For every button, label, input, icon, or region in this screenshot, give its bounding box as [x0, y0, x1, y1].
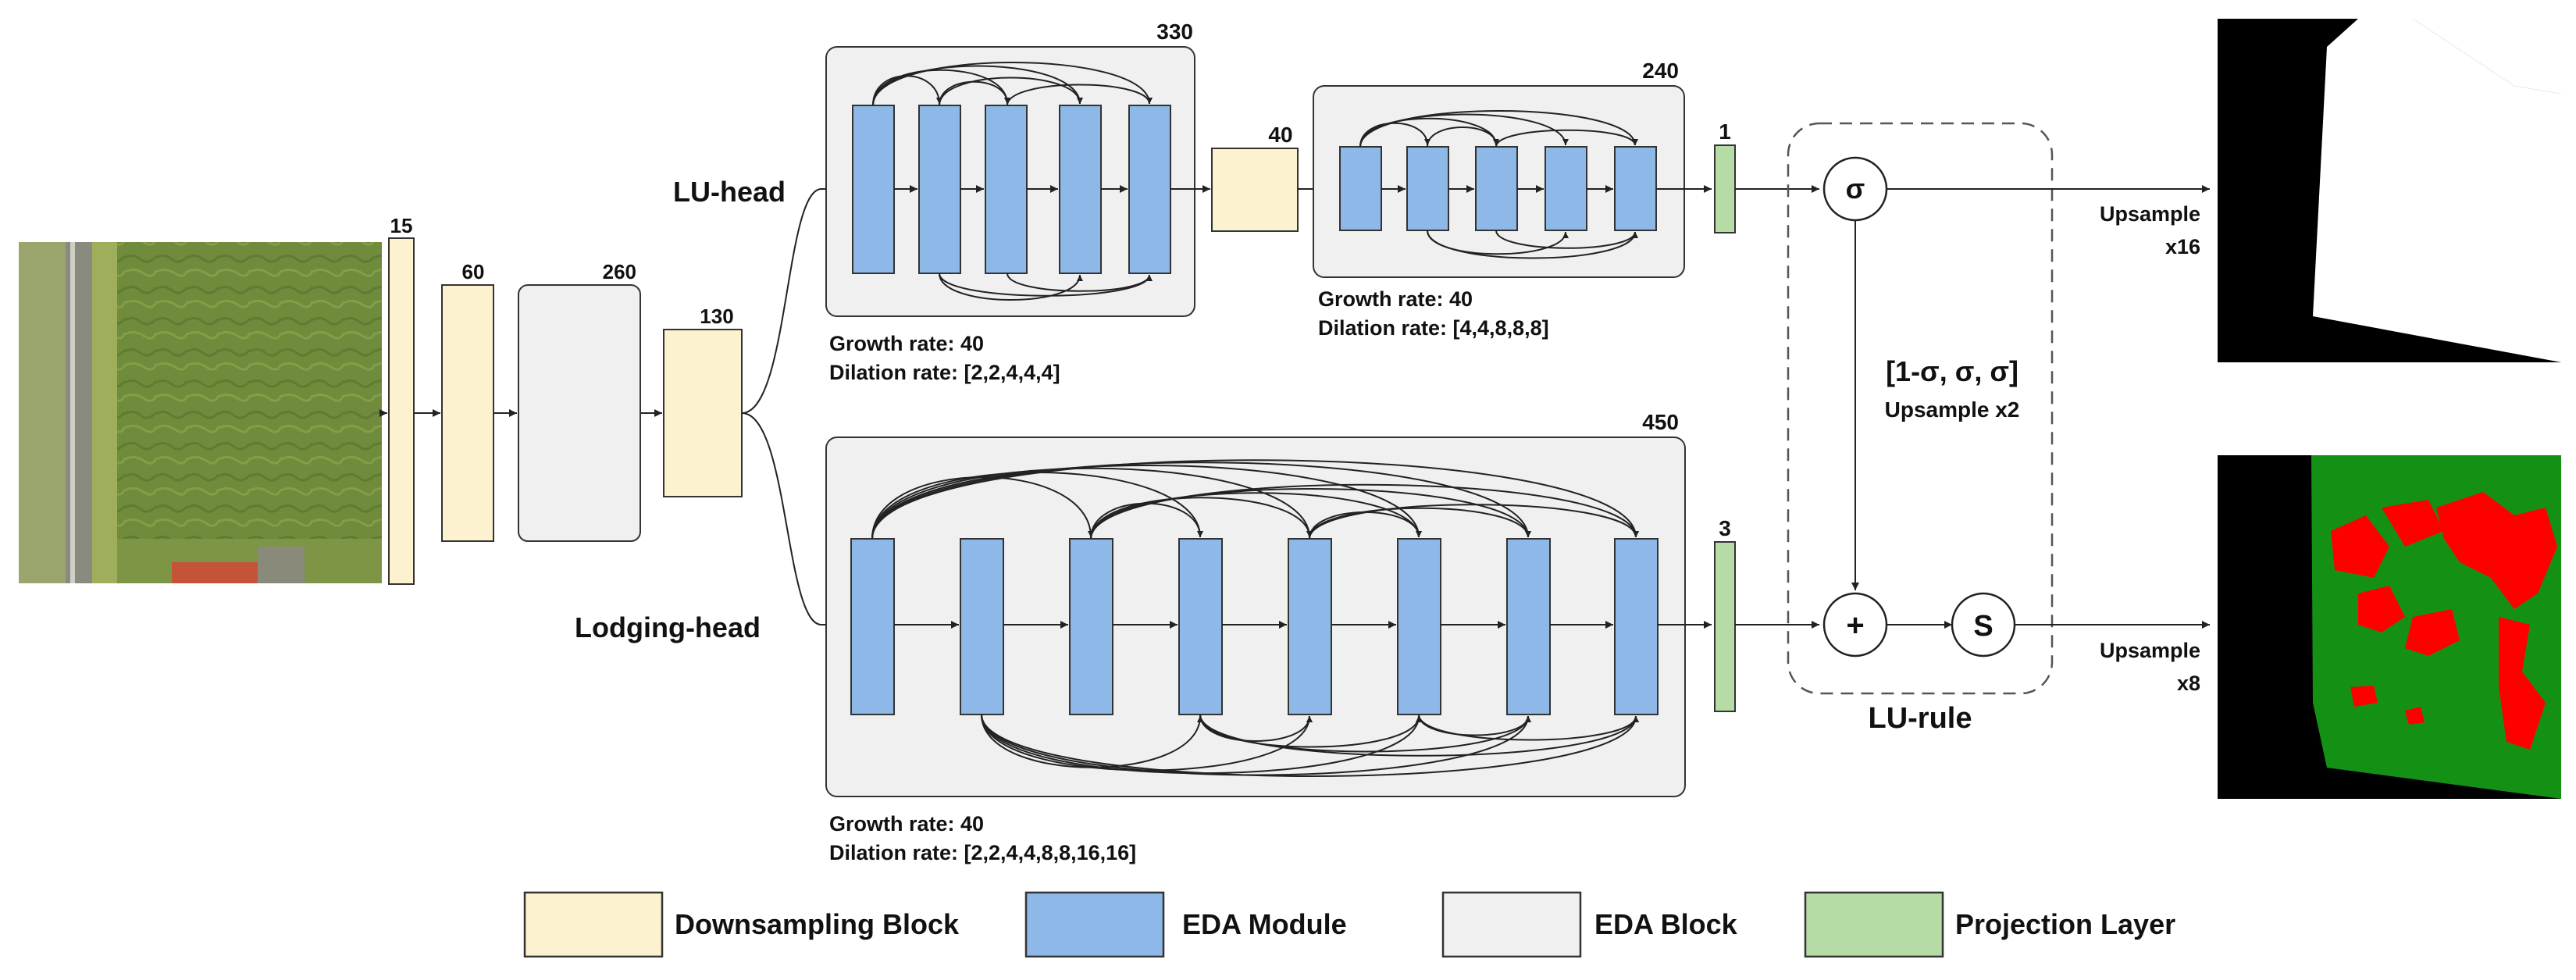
top-upsample-label: Upsample [2100, 202, 2200, 226]
lu-rule-box [1787, 122, 2054, 695]
top-upsample-factor: x16 [2165, 235, 2200, 258]
eda-module [1614, 538, 1659, 715]
legend-label-eda-module: EDA Module [1182, 908, 1347, 940]
eda-module [1397, 538, 1441, 715]
legend-swatch-downsampling [523, 891, 664, 958]
legend-label-downsampling: Downsampling Block [675, 908, 960, 940]
lodging-head-label: Lodging-head [575, 611, 761, 643]
lu-rule-title: LU-rule [1869, 702, 1972, 735]
channels-260: 260 [603, 260, 636, 283]
downsampling-block-40 [1211, 148, 1299, 232]
channels-15: 15 [390, 214, 413, 237]
channels-1: 1 [1719, 119, 1731, 144]
channels-240: 240 [1642, 59, 1679, 83]
channels-40: 40 [1268, 123, 1292, 147]
sigma-symbol: σ [1846, 173, 1865, 205]
channels-130: 130 [700, 305, 733, 328]
legend-swatch-eda-block [1441, 891, 1582, 958]
lu-head: 330 Growth rate: 40 [825, 20, 1819, 384]
eda-module [1545, 146, 1587, 231]
eda-module [1339, 146, 1382, 231]
legend: Downsampling Block EDA Module EDA Block … [523, 891, 2175, 958]
lu-output-map [2218, 19, 2561, 362]
output-arrows [1887, 185, 2210, 629]
downsampling-block-15 [388, 237, 415, 585]
legend-swatch-projection [1804, 891, 1944, 958]
eda-module [1506, 538, 1551, 715]
eda-module [1475, 146, 1518, 231]
channels-60: 60 [462, 260, 485, 283]
channels-3: 3 [1719, 516, 1731, 540]
softmax-symbol: S [1973, 610, 1993, 643]
legend-label-eda-block: EDA Block [1594, 908, 1738, 940]
downsampling-block-60 [441, 284, 494, 542]
eda-module [1059, 105, 1102, 274]
downsampling-block-130 [663, 329, 743, 497]
bottom-upsample-factor: x8 [2177, 672, 2200, 695]
channels-450: 450 [1642, 410, 1679, 434]
lodging-growth: Growth rate: 40 [829, 812, 984, 836]
projection-layer-3 [1714, 541, 1736, 712]
lodging-modules [850, 538, 1659, 715]
eda-module [960, 538, 1004, 715]
channels-330: 330 [1156, 20, 1193, 44]
eda-block-260 [518, 284, 641, 542]
lu-block1-growth: Growth rate: 40 [829, 332, 984, 355]
lu-rule-vector: [1-σ, σ, σ] [1886, 355, 2018, 387]
bottom-upsample-label: Upsample [2100, 639, 2200, 662]
encoder: 15 60 260 130 [388, 214, 743, 585]
legend-label-projection: Projection Layer [1955, 908, 2175, 940]
input-image [19, 242, 382, 583]
eda-module [852, 105, 895, 274]
lu-block2-modules [1339, 146, 1657, 231]
eda-module [1614, 146, 1657, 231]
eda-module [1069, 538, 1113, 715]
lodging-output-map [2218, 455, 2561, 799]
eda-module [1288, 538, 1332, 715]
lu-head-label: LU-head [673, 176, 786, 208]
eda-module [850, 538, 895, 715]
lu-rule: σ [1-σ, σ, σ] Upsample x2 + S LU-rule [1787, 122, 2054, 735]
eda-module [1406, 146, 1449, 231]
lu-rule-upsample: Upsample x2 [1885, 397, 2020, 422]
lodging-dilation: Dilation rate: [2,2,4,4,8,8,16,16] [829, 841, 1136, 864]
plus-symbol: + [1846, 608, 1864, 643]
lu-block2-growth: Growth rate: 40 [1318, 287, 1473, 311]
eda-module [1128, 105, 1171, 274]
lodging-eda-block-450 [825, 437, 1686, 797]
eda-module [1178, 538, 1223, 715]
eda-module [918, 105, 961, 274]
eda-module [985, 105, 1028, 274]
branch-curves [741, 185, 845, 629]
legend-swatch-eda-module [1024, 891, 1165, 958]
lu-block1-dilation: Dilation rate: [2,2,4,4,4] [829, 361, 1060, 384]
lu-block2-dilation: Dilation rate: [4,4,8,8,8] [1318, 316, 1549, 340]
lodging-head: 450 [825, 410, 1819, 864]
projection-layer-1 [1714, 144, 1736, 233]
